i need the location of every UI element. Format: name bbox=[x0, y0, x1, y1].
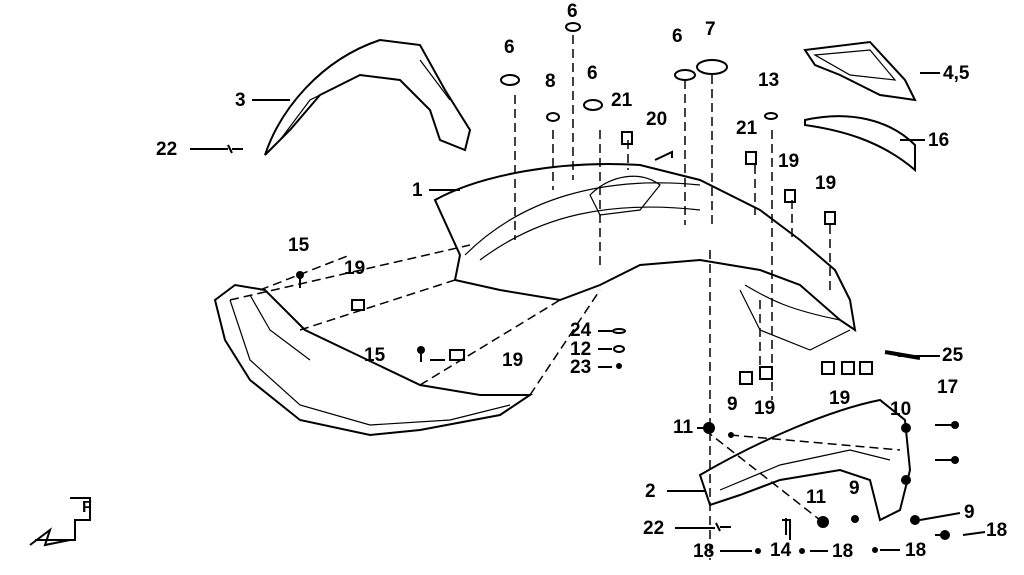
headlight-cover bbox=[803, 40, 917, 102]
callout-10[interactable]: 10 bbox=[890, 399, 912, 420]
callout-24[interactable]: 24 bbox=[570, 320, 592, 341]
callout-15[interactable]: 15 bbox=[364, 345, 386, 366]
callout-15[interactable]: 15 bbox=[288, 235, 310, 256]
callout-6[interactable]: 6 bbox=[504, 37, 515, 58]
callout-13[interactable]: 13 bbox=[758, 70, 780, 91]
front-indicator-label: F bbox=[82, 499, 92, 516]
callout-21[interactable]: 21 bbox=[611, 90, 633, 111]
callout-16[interactable]: 16 bbox=[928, 130, 950, 151]
callout-18[interactable]: 18 bbox=[693, 541, 715, 562]
callout-9[interactable]: 9 bbox=[964, 502, 975, 523]
callout-20[interactable]: 20 bbox=[646, 109, 668, 130]
callout-1[interactable]: 1 bbox=[412, 180, 423, 201]
callout-8[interactable]: 8 bbox=[545, 71, 556, 92]
callout-22[interactable]: 22 bbox=[156, 139, 178, 160]
callout-6[interactable]: 6 bbox=[587, 63, 598, 84]
trim-strip bbox=[804, 115, 916, 173]
callout-6[interactable]: 6 bbox=[672, 26, 683, 47]
right-fender bbox=[698, 398, 912, 522]
callout-18[interactable]: 18 bbox=[986, 520, 1008, 541]
callout-19[interactable]: 19 bbox=[344, 258, 366, 279]
left-fender bbox=[264, 38, 472, 156]
callout-19[interactable]: 19 bbox=[815, 173, 837, 194]
callout-4-5[interactable]: 4,5 bbox=[943, 63, 970, 84]
callout-6[interactable]: 6 bbox=[567, 1, 578, 22]
callout-17[interactable]: 17 bbox=[937, 377, 959, 398]
front-body-panel bbox=[433, 163, 857, 333]
callout-11[interactable]: 11 bbox=[673, 417, 694, 438]
front-direction-icon bbox=[29, 497, 91, 547]
callout-18[interactable]: 18 bbox=[905, 540, 927, 561]
callout-23[interactable]: 23 bbox=[570, 357, 592, 378]
callout-12[interactable]: 12 bbox=[570, 339, 592, 360]
callout-11[interactable]: 11 bbox=[806, 487, 827, 508]
front-bumper bbox=[213, 283, 534, 437]
callout-19[interactable]: 19 bbox=[754, 398, 776, 419]
callout-18[interactable]: 18 bbox=[832, 541, 854, 562]
callout-19[interactable]: 19 bbox=[778, 151, 800, 172]
callout-9[interactable]: 9 bbox=[849, 478, 860, 499]
callout-25[interactable]: 25 bbox=[942, 345, 964, 366]
callout-14[interactable]: 14 bbox=[770, 540, 792, 561]
callout-19[interactable]: 19 bbox=[829, 388, 851, 409]
callout-21[interactable]: 21 bbox=[736, 118, 758, 139]
callout-19[interactable]: 19 bbox=[502, 350, 524, 371]
front-body-panel-ridge bbox=[464, 175, 701, 261]
callout-2[interactable]: 2 bbox=[645, 481, 656, 502]
callout-7[interactable]: 7 bbox=[705, 19, 716, 40]
callout-9[interactable]: 9 bbox=[727, 394, 738, 415]
callout-3[interactable]: 3 bbox=[235, 90, 246, 111]
callout-22[interactable]: 22 bbox=[643, 518, 665, 539]
